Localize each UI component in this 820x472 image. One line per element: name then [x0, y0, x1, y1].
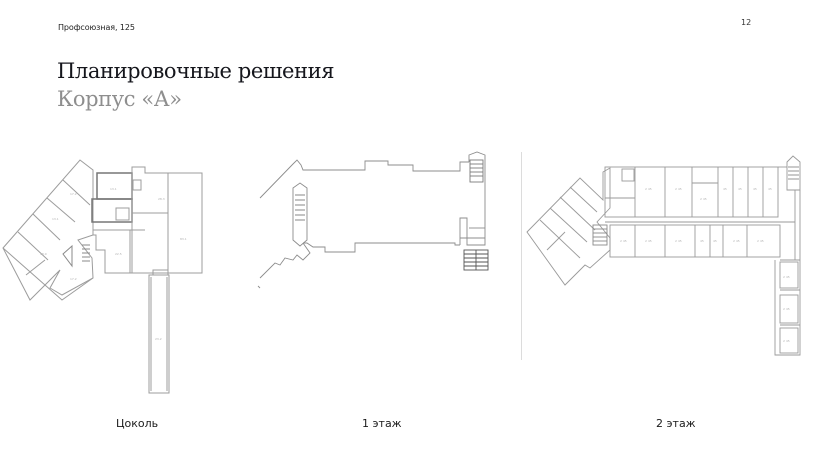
svg-text:83.1: 83.1: [180, 237, 187, 241]
svg-text:23.2: 23.2: [155, 337, 162, 341]
svg-text:2 45: 2 45: [783, 275, 790, 279]
caption-floor-1: 1 этаж: [362, 417, 402, 430]
page-number: 12: [741, 18, 752, 27]
svg-text:45: 45: [768, 187, 772, 191]
floor-plan-floor-1-drawing: [257, 151, 489, 289]
svg-text:2 45: 2 45: [783, 339, 790, 343]
svg-text:28.3: 28.3: [158, 197, 165, 201]
svg-text:2 45: 2 45: [645, 187, 652, 191]
svg-text:45: 45: [738, 187, 742, 191]
page-subtitle: Корпус «А»: [57, 87, 182, 111]
floor-plan-floor-1: [255, 150, 505, 290]
svg-text:2 45: 2 45: [733, 239, 740, 243]
address-label: Профсоюзная, 125: [58, 23, 135, 32]
svg-text:45: 45: [753, 187, 757, 191]
svg-text:2 45: 2 45: [620, 239, 627, 243]
page-title: Планировочные решения: [57, 59, 335, 83]
floor-plan-basement: 18.9 13.1 17.2 13.1 28.3 83.1 22.5 17.2 …: [0, 150, 215, 400]
svg-text:45: 45: [723, 187, 727, 191]
floor-plan-floor-2: 2 45 2 45 2 45 45 45 45 45 2 45 2 45 2 4…: [525, 150, 810, 360]
svg-text:13.1: 13.1: [52, 217, 59, 221]
floor-plan-basement-drawing: 18.9 13.1 17.2 13.1 28.3 83.1 22.5 17.2 …: [2, 159, 203, 394]
svg-text:18.9: 18.9: [40, 252, 47, 256]
svg-text:13.1: 13.1: [110, 187, 117, 191]
divider: [521, 152, 522, 360]
svg-text:2 45: 2 45: [675, 187, 682, 191]
svg-text:45: 45: [713, 239, 717, 243]
svg-text:45: 45: [700, 239, 704, 243]
svg-text:22.5: 22.5: [115, 252, 122, 256]
svg-text:17.2: 17.2: [70, 192, 77, 196]
svg-text:2 45: 2 45: [700, 197, 707, 201]
svg-text:2 45: 2 45: [757, 239, 764, 243]
caption-basement: Цоколь: [116, 417, 159, 430]
floor-plan-floor-2-drawing: 2 45 2 45 2 45 45 45 45 45 2 45 2 45 2 4…: [526, 155, 801, 356]
caption-floor-2: 2 этаж: [656, 417, 696, 430]
svg-text:2 45: 2 45: [675, 239, 682, 243]
svg-text:2 45: 2 45: [783, 307, 790, 311]
svg-text:2 45: 2 45: [645, 239, 652, 243]
svg-text:17.2: 17.2: [70, 277, 77, 281]
